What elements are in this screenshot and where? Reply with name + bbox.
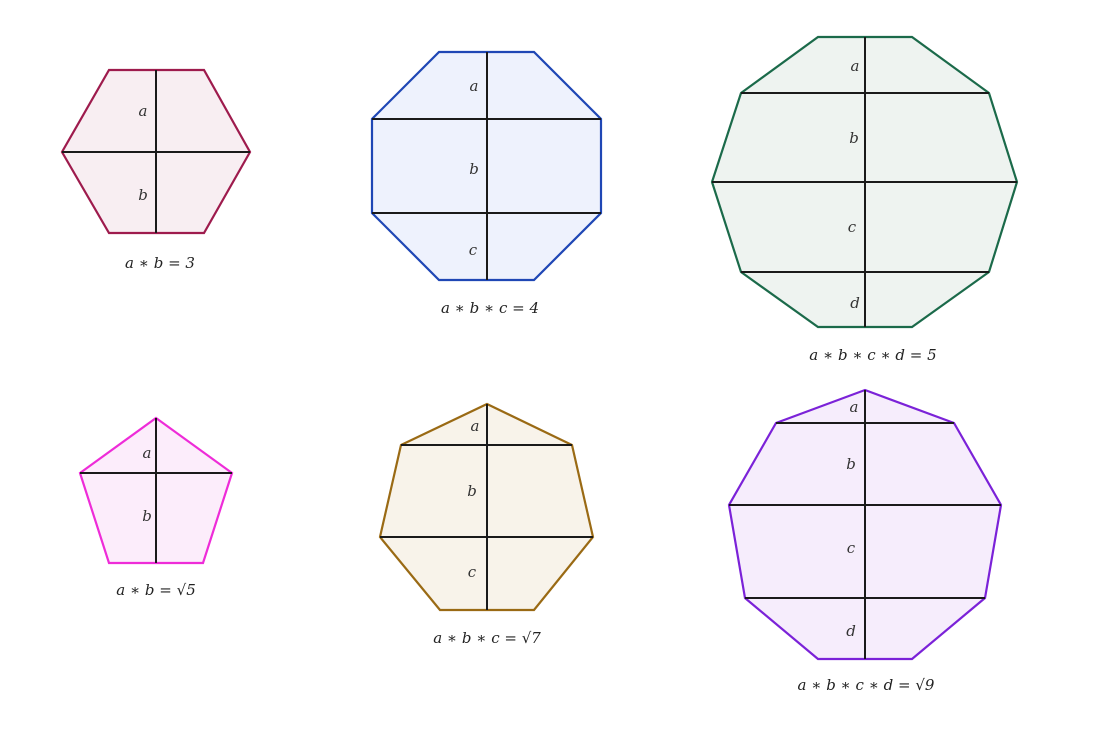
nonagon-label-d: d [846, 622, 856, 640]
nonagon-figure: a b c d a ∗ b ∗ c ∗ d = √9 [727, 388, 1003, 694]
octagon-label-c: c [469, 241, 478, 259]
heptagon-caption: a ∗ b ∗ c = √7 [433, 629, 541, 647]
heptagon-label-a: a [471, 417, 480, 435]
heptagon-figure: a b c a ∗ b ∗ c = √7 [378, 402, 595, 647]
decagon-label-c: c [848, 218, 857, 236]
nonagon-caption: a ∗ b ∗ c ∗ d = √9 [798, 676, 935, 694]
nonagon-label-c: c [847, 539, 856, 557]
octagon-caption: a ∗ b ∗ c = 4 [441, 299, 539, 317]
pentagon-figure: a b a ∗ b = √5 [78, 416, 234, 599]
decagon-label-a: a [851, 57, 860, 75]
hexagon-label-a: a [139, 102, 148, 120]
heptagon-label-b: b [467, 482, 477, 500]
decagon-label-d: d [850, 294, 860, 312]
octagon-label-a: a [470, 77, 479, 95]
octagon-label-b: b [469, 160, 479, 178]
decagon-caption: a ∗ b ∗ c ∗ d = 5 [809, 346, 936, 364]
hexagon-caption: a ∗ b = 3 [125, 254, 195, 272]
pentagon-caption: a ∗ b = √5 [116, 581, 195, 599]
decagon-label-b: b [849, 129, 859, 147]
decagon-figure: a b c d a ∗ b ∗ c ∗ d = 5 [710, 35, 1019, 364]
hexagon-label-b: b [138, 186, 148, 204]
heptagon-label-c: c [468, 563, 477, 581]
nonagon-label-a: a [850, 398, 859, 416]
nonagon-label-b: b [846, 455, 856, 473]
pentagon-label-a: a [143, 444, 152, 462]
octagon-figure: a b c a ∗ b ∗ c = 4 [370, 50, 603, 317]
pentagon-label-b: b [142, 507, 152, 525]
hexagon-figure: a b a ∗ b = 3 [60, 68, 252, 272]
